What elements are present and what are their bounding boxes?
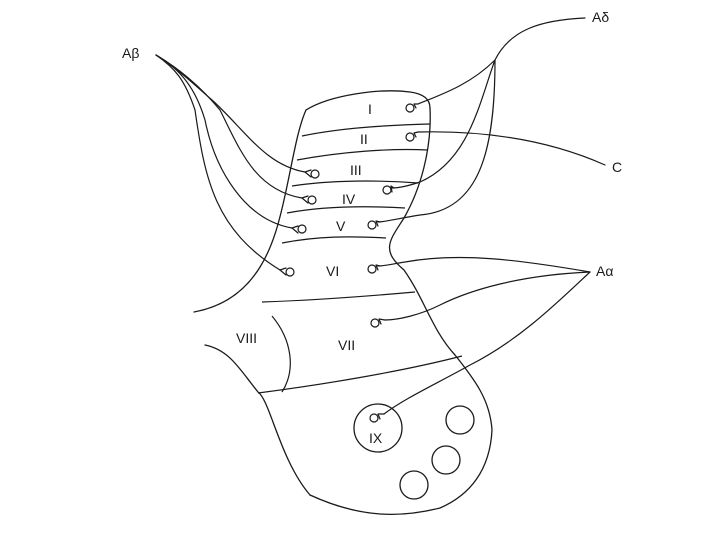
a-alpha-fibers bbox=[377, 256, 591, 415]
lamina-IX-circle bbox=[353, 403, 403, 453]
fiber-label-c: C bbox=[612, 159, 622, 175]
terminal-IX bbox=[369, 413, 385, 423]
dorsal-horn-right-edge bbox=[309, 107, 493, 516]
c-fiber bbox=[417, 131, 606, 166]
a-delta-fibers bbox=[377, 17, 586, 223]
dorsal-horn-left-edge bbox=[193, 109, 307, 313]
a-alpha-fiber-to-IX bbox=[383, 271, 591, 415]
a-delta-fiber-main bbox=[417, 17, 586, 105]
a-beta-fiber-to-IV bbox=[155, 54, 303, 199]
terminal-I bbox=[405, 103, 419, 113]
lamina-label-VIII: VIII bbox=[236, 330, 257, 346]
lamina-label-VII: VII bbox=[338, 337, 355, 353]
lamina-label-III: III bbox=[350, 162, 362, 178]
terminal-II bbox=[405, 131, 419, 142]
boundary-IV-V bbox=[286, 206, 406, 214]
terminal-V-left bbox=[291, 224, 307, 234]
terminal-III bbox=[304, 169, 320, 179]
terminal-VII bbox=[370, 318, 386, 328]
a-beta-fiber-to-V bbox=[155, 54, 293, 229]
fiber-labels: Aβ Aδ C Aα bbox=[122, 9, 622, 279]
lamina-label-I: I bbox=[368, 101, 372, 117]
a-beta-fiber-to-VI bbox=[155, 54, 281, 271]
terminal-IV-right bbox=[382, 185, 395, 195]
terminal-IV-left bbox=[301, 195, 317, 205]
lamina-label-II: II bbox=[360, 131, 368, 147]
lamina-labels: I II III IV V VI VII VIII IX bbox=[236, 101, 383, 446]
a-alpha-fiber-to-VI bbox=[377, 256, 591, 273]
synaptic-terminals bbox=[279, 103, 419, 423]
a-delta-fiber-to-IV bbox=[391, 59, 496, 189]
ventral-horn-left-edge bbox=[204, 344, 311, 496]
motor-pool-lower bbox=[399, 470, 429, 500]
lamina-label-IX: IX bbox=[369, 430, 383, 446]
boundary-VI-VII bbox=[261, 291, 416, 303]
grey-matter-outline bbox=[193, 90, 493, 516]
terminal-VI-left bbox=[279, 267, 295, 277]
lamina-label-V: V bbox=[336, 218, 346, 234]
lamina-boundaries bbox=[257, 123, 463, 394]
fiber-label-a-alpha: Aα bbox=[596, 263, 613, 279]
lamina-label-IV: IV bbox=[342, 191, 356, 207]
motor-pool-upper bbox=[445, 405, 475, 435]
a-beta-fibers bbox=[155, 54, 306, 271]
boundary-I-II bbox=[301, 123, 431, 137]
terminal-VI-right bbox=[367, 264, 381, 274]
a-beta-fiber-to-III bbox=[155, 54, 306, 173]
boundary-II-III bbox=[296, 148, 429, 161]
motor-pool-middle bbox=[431, 445, 461, 475]
boundary-III-IV bbox=[291, 180, 419, 187]
motor-neuron-pools bbox=[353, 403, 475, 500]
boundary-V-VI bbox=[281, 236, 387, 244]
fiber-label-a-delta: Aδ bbox=[592, 9, 609, 25]
c-fiber-path bbox=[417, 131, 606, 166]
a-alpha-fiber-to-VII bbox=[384, 271, 591, 321]
lamina-label-VI: VI bbox=[326, 263, 339, 279]
fiber-label-a-beta: Aβ bbox=[122, 45, 139, 61]
boundary-VII-VIII bbox=[271, 315, 291, 393]
a-delta-fiber-to-V bbox=[377, 59, 496, 223]
terminal-V-right bbox=[367, 220, 381, 230]
boundary-VII-IX bbox=[257, 355, 463, 394]
